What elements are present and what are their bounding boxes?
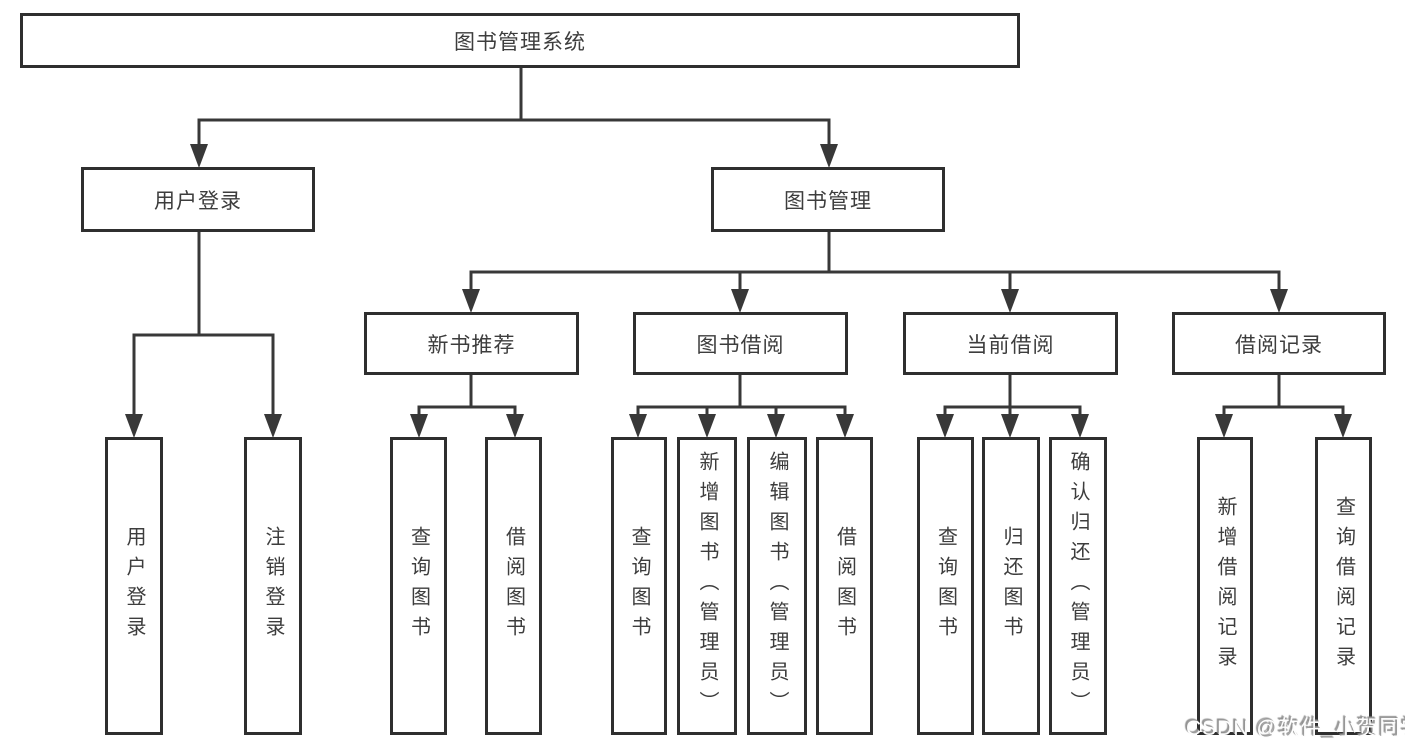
leaf-user-login: 用户登录 [105, 437, 163, 735]
csdn-watermark: CSDN @软件_小贺同学 [1186, 717, 1405, 740]
leaf-confirm-return-admin: 确认归还（管理员） [1049, 437, 1107, 735]
leaf-add-books-admin: 新增图书（管理员） [677, 437, 737, 735]
node-user-login: 用户登录 [81, 167, 315, 232]
node-book-management: 图书管理 [711, 167, 945, 232]
leaf-borrow-query-books: 查询图书 [611, 437, 667, 735]
leaf-add-borrow-record: 新增借阅记录 [1197, 437, 1253, 735]
node-book-borrowing: 图书借阅 [633, 312, 848, 375]
leaf-recommend-borrow-books: 借阅图书 [485, 437, 542, 735]
leaf-recommend-query-books: 查询图书 [390, 437, 447, 735]
leaf-logout: 注销登录 [244, 437, 302, 735]
node-new-book-recommendation: 新书推荐 [364, 312, 579, 375]
leaf-edit-books-admin: 编辑图书（管理员） [747, 437, 807, 735]
node-current-borrowing: 当前借阅 [903, 312, 1118, 375]
node-borrowing-records: 借阅记录 [1172, 312, 1386, 375]
node-library-management-system: 图书管理系统 [20, 13, 1020, 68]
leaf-borrow-books: 借阅图书 [816, 437, 873, 735]
leaf-query-borrow-record: 查询借阅记录 [1315, 437, 1372, 735]
leaf-current-query-books: 查询图书 [917, 437, 974, 735]
leaf-return-books: 归还图书 [982, 437, 1040, 735]
